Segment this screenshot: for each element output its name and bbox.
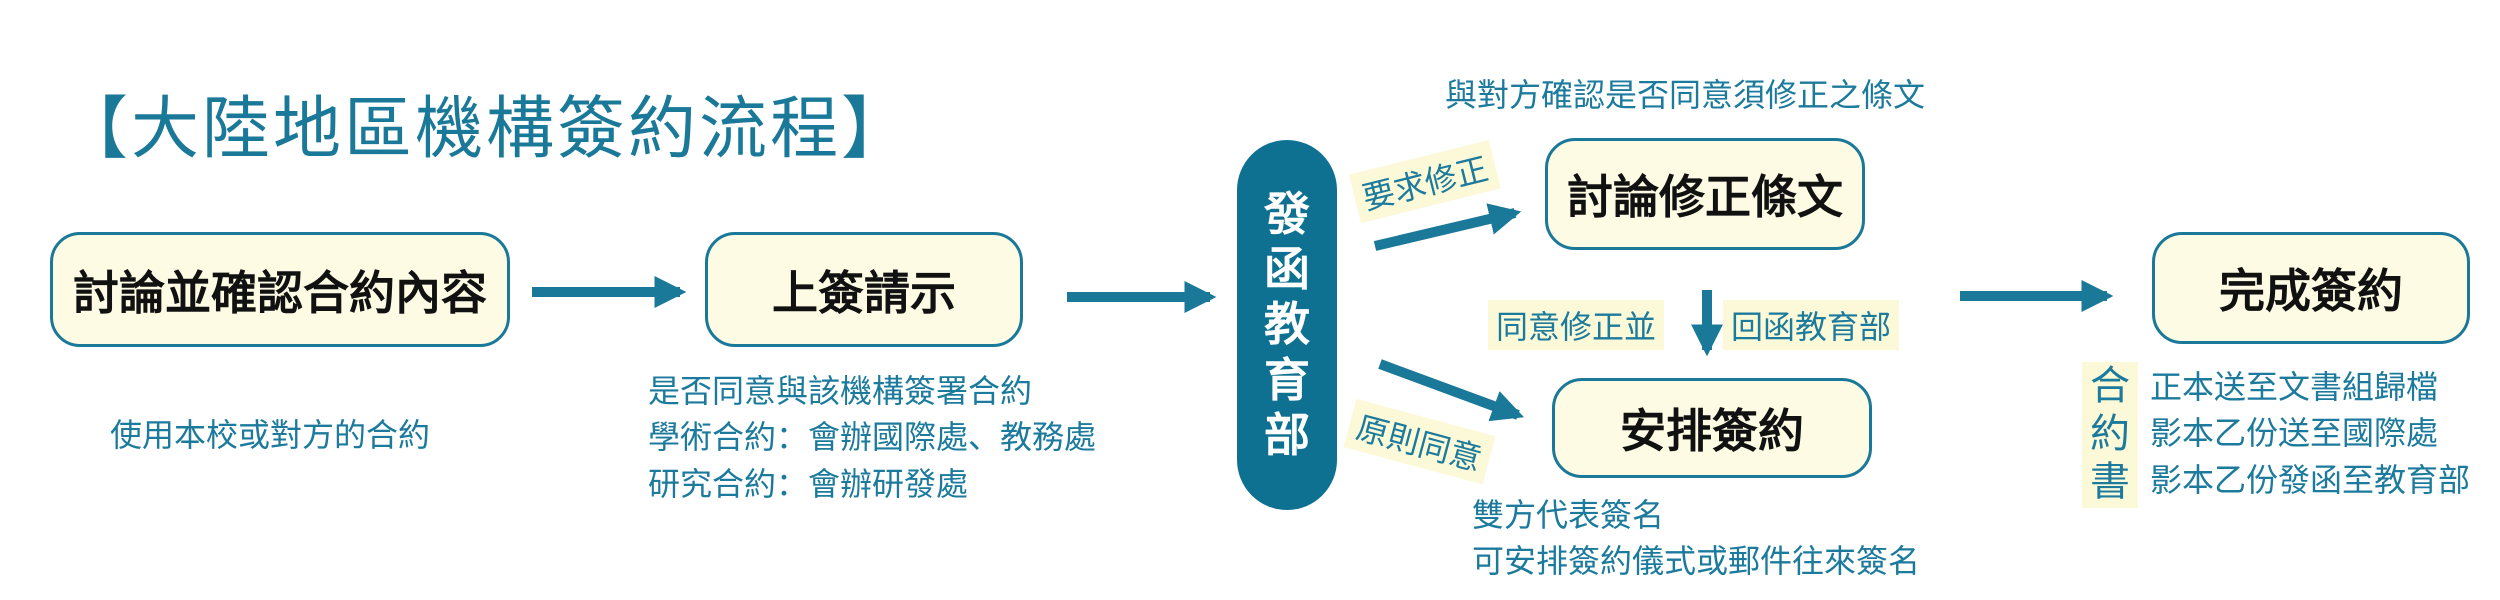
- ministry-char-3: 教: [1264, 297, 1310, 352]
- approval-note-2: 學術合約：會辦國際處、教務處: [648, 418, 1097, 457]
- arrange-signing-label: 安排簽約: [1620, 404, 1804, 458]
- signing-notes: 雙方代表簽名 可安排簽約儀式或郵件往來簽名: [1472, 492, 1920, 585]
- confirm-revision-note: 與對方確認是否同意須修正之條文: [1445, 76, 1926, 114]
- submit-approval-label: 上簽請示: [772, 265, 956, 320]
- approval-note-3: 研究合約：會辦研發處: [648, 464, 969, 503]
- contract-document-notes: 正本送至文書組歸檔 影本乙份送至國際處 影本乙份發函至教育部: [2150, 364, 2470, 503]
- submit-approval-box: 上簽請示: [705, 232, 1023, 347]
- agree-revision-right-label: 回函教育部: [1723, 300, 1900, 350]
- contract-source-note: 使用本校或對方的合約: [110, 416, 431, 454]
- contract-doc-char-3: 書: [2090, 459, 2130, 505]
- contract-document-label: 合 約 書: [2082, 362, 2138, 508]
- arrow-ministry-to-signing: [1378, 359, 1525, 422]
- complete-signing-box: 完成簽約: [2152, 232, 2470, 344]
- discuss-revise-label: 討論修正條文: [1567, 170, 1843, 224]
- arrow-ministry-to-revise: [1373, 203, 1522, 251]
- approval-notes: 是否同意與該機構簽署合約 學術合約：會辦國際處、教務處 研究合約：會辦研發處: [648, 368, 1096, 507]
- contract-doc-char-2: 約: [2090, 411, 2130, 457]
- approval-note-1: 是否同意與該機構簽署合約: [648, 372, 1033, 410]
- ministry-char-4: 育: [1264, 352, 1310, 407]
- discuss-confirm-contract-box: 討論並確認合約內容: [50, 232, 510, 347]
- contract-doc-note-2: 影本乙份送至國際處: [2150, 414, 2439, 453]
- contract-doc-note-3: 影本乙份發函至教育部: [2150, 460, 2471, 499]
- discuss-revise-box: 討論修正條文: [1545, 138, 1865, 250]
- signing-note-1: 雙方代表簽名: [1472, 496, 1665, 534]
- contract-doc-note-1: 正本送至文書組歸檔: [2150, 368, 2439, 406]
- agree-revision-left-label: 同意修正並: [1488, 300, 1665, 350]
- ministry-char-2: 函: [1264, 242, 1310, 297]
- ministry-char-1: 發: [1264, 187, 1310, 242]
- ministry-char-5: 部: [1264, 407, 1310, 462]
- complete-signing-label: 完成簽約: [2219, 264, 2403, 318]
- arrange-signing-box: 安排簽約: [1552, 378, 1872, 478]
- ministry-of-education-pill: 發 函 教 育 部: [1237, 140, 1337, 510]
- contract-doc-char-1: 合: [2090, 363, 2130, 409]
- page-title: 【大陸地區機構簽約流程】: [60, 90, 913, 169]
- signing-note-2: 可安排簽約儀式或郵件往來簽名: [1472, 542, 1921, 581]
- discuss-confirm-contract-label: 討論並確認合約內容: [73, 265, 487, 320]
